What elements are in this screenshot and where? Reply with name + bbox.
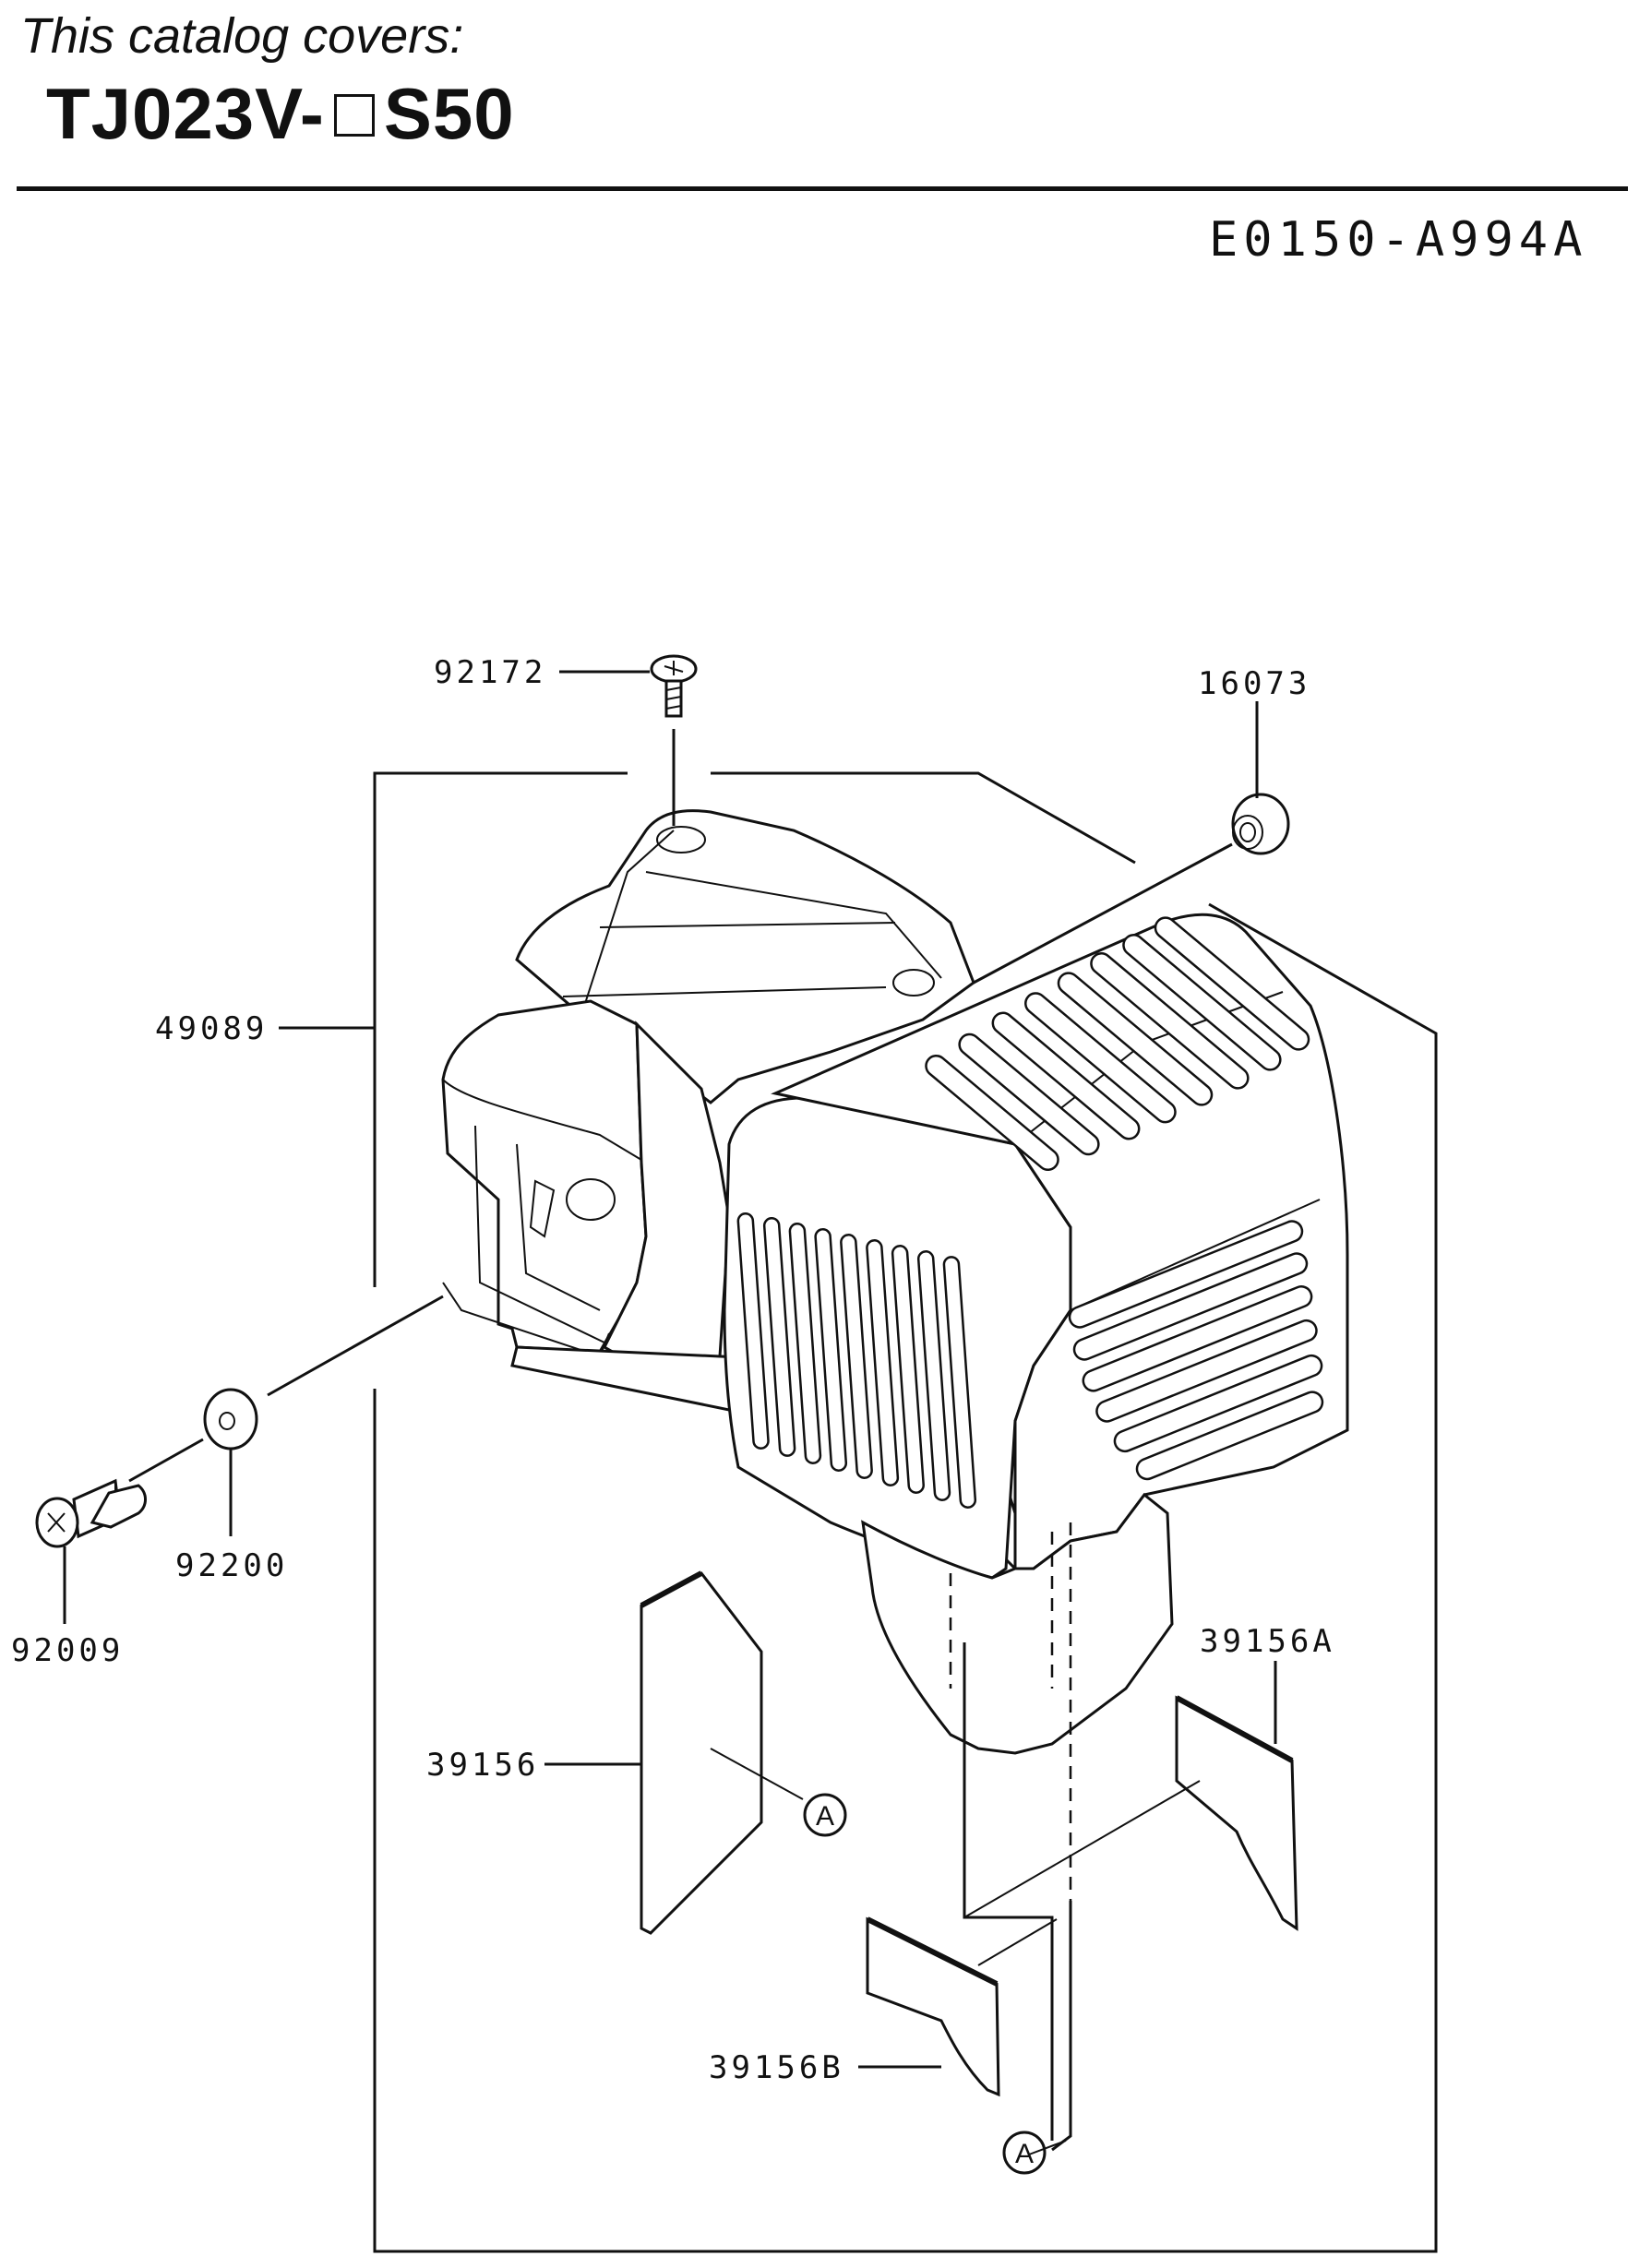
model-suffix: S50 bbox=[383, 73, 515, 154]
part-label-39156a: 39156A bbox=[1200, 1623, 1335, 1660]
screw-92172-drawing bbox=[650, 654, 698, 826]
part-label-92172: 92172 bbox=[434, 654, 546, 691]
side-slots bbox=[1068, 1220, 1324, 1481]
part-label-39156b: 39156B bbox=[709, 2049, 844, 2086]
svg-text:A: A bbox=[816, 1801, 834, 1832]
part-label-92009: 92009 bbox=[11, 1632, 124, 1669]
model-number: TJ023V- S50 bbox=[46, 72, 515, 156]
front-grille bbox=[736, 1212, 977, 1509]
illustration-code: E0150-A994A bbox=[1209, 212, 1588, 268]
part-label-92200: 92200 bbox=[175, 1547, 288, 1584]
bolt-92009-drawing bbox=[35, 1478, 147, 1624]
part-label-49089: 49089 bbox=[155, 1010, 268, 1047]
model-prefix: TJ023V- bbox=[46, 73, 325, 154]
svg-text:A: A bbox=[1015, 2139, 1034, 2169]
part-label-16073: 16073 bbox=[1198, 665, 1310, 702]
assembly-frame bbox=[373, 771, 1438, 2253]
header-rule bbox=[17, 186, 1628, 191]
top-slots bbox=[925, 916, 1310, 1172]
label-39156-drawing bbox=[544, 1570, 804, 1935]
catalog-covers-label: This catalog covers: bbox=[20, 8, 464, 64]
label-39156a-drawing bbox=[963, 1661, 1298, 1931]
washer-92200-drawing bbox=[203, 1388, 258, 1536]
label-39156b-drawing bbox=[858, 1916, 1058, 2097]
reference-mark-a-2: A bbox=[1002, 2131, 1047, 2175]
reference-mark-a-1: A bbox=[803, 1793, 847, 1837]
part-label-39156: 39156 bbox=[426, 1747, 539, 1784]
model-placeholder-box bbox=[333, 94, 375, 137]
grommet-16073-drawing bbox=[973, 701, 1290, 985]
